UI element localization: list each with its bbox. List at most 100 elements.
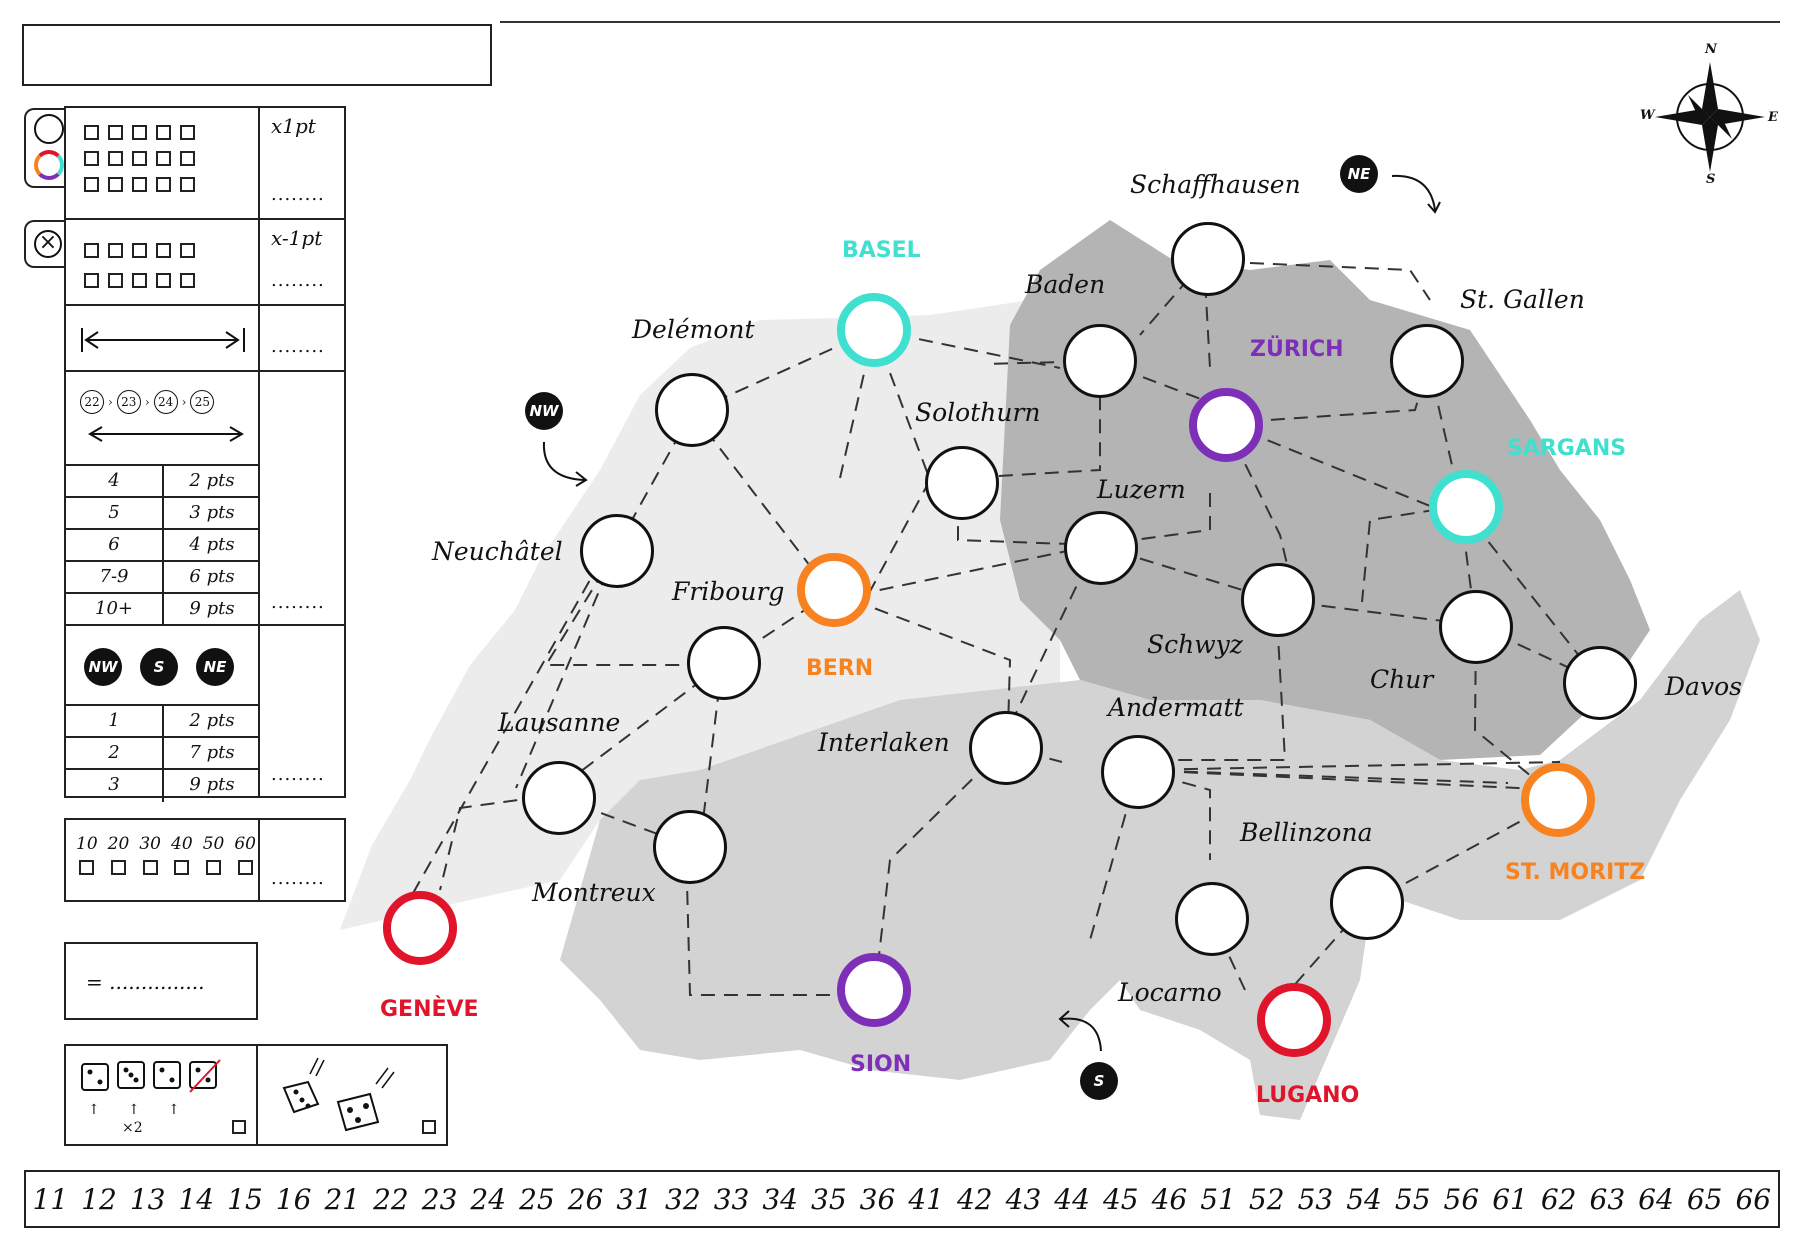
score-field-circles[interactable]: ........ bbox=[271, 184, 325, 205]
city-node[interactable] bbox=[580, 514, 654, 588]
checkbox[interactable] bbox=[132, 151, 147, 166]
checkbox[interactable] bbox=[108, 177, 123, 192]
checkbox[interactable] bbox=[108, 243, 123, 258]
checkbox[interactable] bbox=[180, 151, 195, 166]
special-node-sion[interactable] bbox=[837, 953, 911, 1027]
dice-number-cell[interactable]: 32 bbox=[665, 1182, 701, 1216]
special-node-zurich[interactable] bbox=[1189, 388, 1263, 462]
score-field-directions[interactable]: ........ bbox=[271, 764, 325, 785]
dice-number-cell[interactable]: 33 bbox=[713, 1182, 750, 1216]
checkbox[interactable] bbox=[156, 125, 171, 140]
dice-number-cell[interactable]: 24 bbox=[470, 1182, 507, 1216]
dice-number-cell[interactable]: 66 bbox=[1735, 1182, 1772, 1216]
city-node[interactable] bbox=[1390, 324, 1464, 398]
dice-number-cell[interactable]: 31 bbox=[616, 1182, 653, 1216]
checkbox[interactable] bbox=[132, 177, 147, 192]
checkbox[interactable] bbox=[132, 243, 147, 258]
checkbox[interactable] bbox=[180, 273, 195, 288]
dice-number-cell[interactable]: 44 bbox=[1054, 1182, 1090, 1216]
dice-number-cell[interactable]: 34 bbox=[762, 1182, 798, 1216]
checkbox[interactable] bbox=[79, 860, 95, 875]
city-node[interactable] bbox=[522, 761, 596, 835]
city-node[interactable] bbox=[1439, 590, 1513, 664]
dice-number-cell[interactable]: 25 bbox=[519, 1182, 555, 1216]
dice-number-cell[interactable]: 45 bbox=[1102, 1182, 1139, 1216]
dice-number-cell[interactable]: 52 bbox=[1248, 1182, 1285, 1216]
dice-number-cell[interactable]: 56 bbox=[1443, 1182, 1480, 1216]
checkbox[interactable] bbox=[180, 177, 195, 192]
checkbox[interactable] bbox=[84, 273, 99, 288]
checkbox[interactable] bbox=[174, 860, 190, 875]
dice-number-cell[interactable]: 16 bbox=[275, 1182, 312, 1216]
special-node-basel[interactable] bbox=[837, 293, 911, 367]
city-node[interactable] bbox=[1101, 735, 1175, 809]
checkbox[interactable] bbox=[132, 125, 147, 140]
checkbox[interactable] bbox=[108, 151, 123, 166]
checkbox[interactable] bbox=[84, 243, 99, 258]
score-field-crosses[interactable]: ........ bbox=[271, 270, 325, 291]
special-node-st-moritz[interactable] bbox=[1521, 763, 1595, 837]
checkbox[interactable] bbox=[84, 177, 99, 192]
city-node[interactable] bbox=[1330, 866, 1404, 940]
dice-number-cell[interactable]: 54 bbox=[1346, 1182, 1382, 1216]
dice-number-cell[interactable]: 22 bbox=[373, 1182, 409, 1216]
city-node[interactable] bbox=[1175, 882, 1249, 956]
dice-number-cell[interactable]: 21 bbox=[324, 1182, 361, 1216]
checkbox[interactable] bbox=[180, 243, 195, 258]
checkbox[interactable] bbox=[132, 273, 147, 288]
dice-number-cell[interactable]: 41 bbox=[908, 1182, 944, 1216]
city-node[interactable] bbox=[1563, 646, 1637, 720]
checkbox[interactable] bbox=[422, 1120, 436, 1134]
checkbox[interactable] bbox=[156, 177, 171, 192]
dice-number-cell[interactable]: 12 bbox=[81, 1182, 117, 1216]
checkbox[interactable] bbox=[156, 243, 171, 258]
total-score-field[interactable]: = ............... bbox=[86, 970, 205, 994]
city-node[interactable] bbox=[969, 711, 1043, 785]
dice-number-cell[interactable]: 63 bbox=[1589, 1182, 1626, 1216]
checkbox[interactable] bbox=[108, 125, 123, 140]
checkbox[interactable] bbox=[156, 273, 171, 288]
city-node[interactable] bbox=[1064, 511, 1138, 585]
checkbox[interactable] bbox=[237, 860, 253, 875]
score-field-chain[interactable]: ........ bbox=[271, 592, 325, 613]
checkbox[interactable] bbox=[110, 860, 126, 875]
city-node[interactable] bbox=[1063, 324, 1137, 398]
dice-number-cell[interactable]: 46 bbox=[1151, 1182, 1188, 1216]
checkbox[interactable] bbox=[232, 1120, 246, 1134]
special-node-bern[interactable] bbox=[797, 553, 871, 627]
city-node[interactable] bbox=[655, 373, 729, 447]
checkbox[interactable] bbox=[84, 151, 99, 166]
dice-number-cell[interactable]: 42 bbox=[956, 1182, 993, 1216]
special-node-geneve[interactable] bbox=[383, 891, 457, 965]
dice-number-cell[interactable]: 13 bbox=[129, 1182, 166, 1216]
city-node[interactable] bbox=[653, 810, 727, 884]
dice-number-cell[interactable]: 23 bbox=[421, 1182, 458, 1216]
dice-number-cell[interactable]: 11 bbox=[32, 1182, 69, 1216]
dice-number-cell[interactable]: 62 bbox=[1540, 1182, 1577, 1216]
dice-number-cell[interactable]: 36 bbox=[859, 1182, 896, 1216]
player-name-box[interactable] bbox=[22, 24, 492, 86]
city-node[interactable] bbox=[1171, 222, 1245, 296]
checkbox[interactable] bbox=[108, 273, 123, 288]
checkbox[interactable] bbox=[84, 125, 99, 140]
city-node[interactable] bbox=[687, 626, 761, 700]
checkbox[interactable] bbox=[180, 125, 195, 140]
checkbox[interactable] bbox=[142, 860, 158, 875]
dice-number-cell[interactable]: 26 bbox=[567, 1182, 604, 1216]
score-field-bonus[interactable]: ........ bbox=[271, 868, 325, 889]
city-node[interactable] bbox=[1241, 563, 1315, 637]
score-field-longest[interactable]: ........ bbox=[271, 336, 325, 357]
dice-number-cell[interactable]: 64 bbox=[1638, 1182, 1674, 1216]
dice-number-cell[interactable]: 43 bbox=[1005, 1182, 1042, 1216]
city-node[interactable] bbox=[925, 446, 999, 520]
checkbox[interactable] bbox=[156, 151, 171, 166]
dice-number-cell[interactable]: 55 bbox=[1394, 1182, 1431, 1216]
dice-number-cell[interactable]: 51 bbox=[1200, 1182, 1236, 1216]
dice-number-cell[interactable]: 15 bbox=[227, 1182, 263, 1216]
dice-number-cell[interactable]: 53 bbox=[1297, 1182, 1334, 1216]
dice-number-cell[interactable]: 14 bbox=[178, 1182, 215, 1216]
dice-number-cell[interactable]: 35 bbox=[811, 1182, 847, 1216]
checkbox[interactable] bbox=[206, 860, 221, 875]
special-node-sargans[interactable] bbox=[1429, 470, 1503, 544]
dice-number-cell[interactable]: 61 bbox=[1492, 1182, 1528, 1216]
